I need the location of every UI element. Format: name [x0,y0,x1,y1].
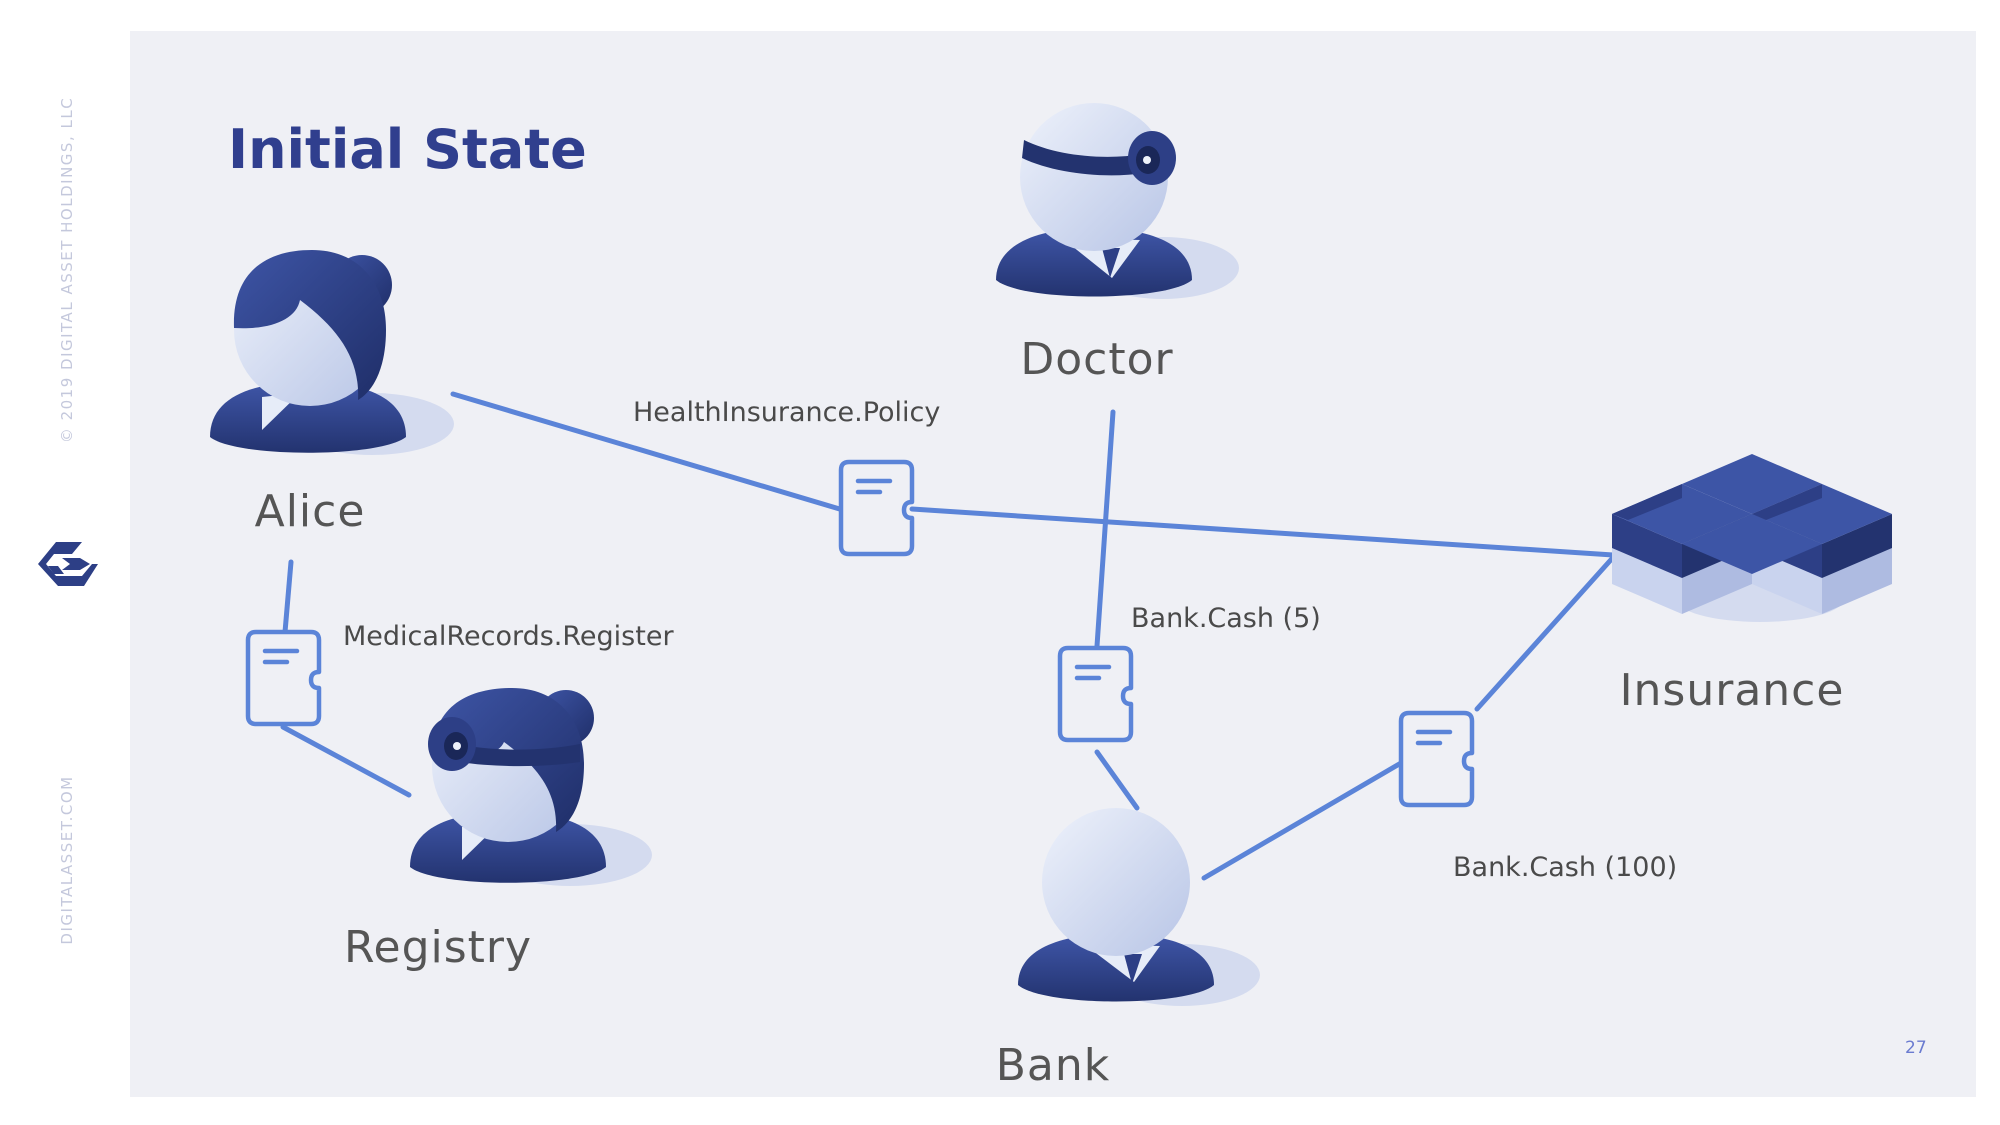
edge-doctor-cash5 [1094,409,1116,649]
page-number: 27 [1905,1038,1927,1058]
doctor-label: Doctor [1020,334,1173,385]
registry-label: Registry [344,922,532,973]
bank-avatar-icon [1018,808,1260,1006]
edge-policy-insurance [909,506,1616,558]
registry-avatar-icon [410,688,652,886]
doctor-avatar-icon [996,103,1239,299]
edge-alice-policy [450,391,846,513]
document-icon [1398,710,1475,808]
document-icon [838,459,915,557]
edge-register-registry [280,724,412,798]
digital-asset-logo-icon [38,542,98,586]
bank-cash-5-label: Bank.Cash (5) [1131,603,1321,634]
medical-register-label: MedicalRecords.Register [343,621,674,652]
edge-bank-cash100 [1201,760,1404,881]
edge-alice-register [282,559,294,635]
insurance-cross-icon [1612,454,1892,622]
edge-cash5-bank [1094,749,1140,811]
alice-avatar-icon [210,250,454,455]
alice-label: Alice [255,486,366,537]
health-policy-label: HealthInsurance.Policy [633,397,940,428]
connection-lines [280,391,1620,881]
document-icon [245,629,322,727]
bank-cash-100-label: Bank.Cash (100) [1453,852,1677,883]
slide-title: Initial State [228,118,587,181]
bank-label: Bank [996,1040,1111,1091]
edge-cash100-insurance [1474,550,1620,712]
document-icon [1057,645,1134,743]
insurance-label: Insurance [1620,665,1845,716]
